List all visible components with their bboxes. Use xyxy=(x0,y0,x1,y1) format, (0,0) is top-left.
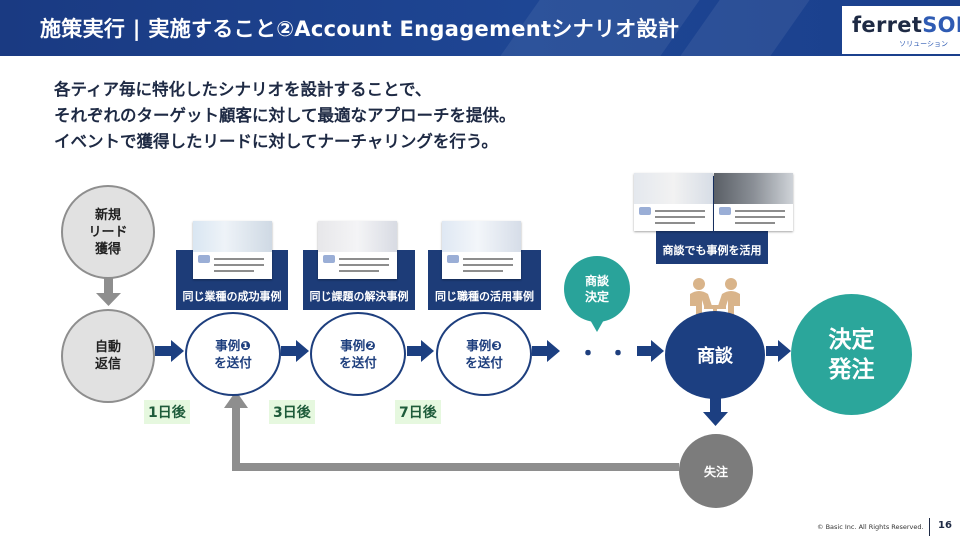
arrow-step2-to-step3 xyxy=(407,340,434,362)
arrow-reply-to-step1 xyxy=(155,340,184,362)
auto-reply-circle: 自動 返信 xyxy=(61,309,155,403)
meeting-people-icon xyxy=(690,278,740,322)
lost-circle: 失注 xyxy=(679,434,753,508)
arrow-next-to-meeting xyxy=(637,340,664,362)
day-label-2: 3日後 xyxy=(269,400,315,424)
intro-line-3: イベントで獲得したリードに対してナーチャリングを行う。 xyxy=(54,132,498,151)
loop-back-arrow xyxy=(224,391,679,471)
intro-line-1: 各ティア毎に特化したシナリオを設計することで、 xyxy=(54,80,432,99)
case-thumbnail-1 xyxy=(193,221,272,279)
page-title: 施策実行 | 実施すること②Account Engagementシナリオ設計 xyxy=(40,17,680,41)
ferret-sol-logo: ferretSOL ソリューション xyxy=(842,6,960,54)
meeting-thumbnail-2 xyxy=(714,173,793,231)
arrow-step3-to-next xyxy=(532,340,560,362)
intro-line-2: それぞれのターゲット顧客に対して最適なアプローチを提供。 xyxy=(54,106,516,125)
new-lead-circle: 新規 リード 獲得 xyxy=(61,185,155,279)
ellipsis: ・・・ xyxy=(577,342,668,367)
meeting-decided-bubble: 商談決定 xyxy=(564,256,630,322)
day-label-3: 7日後 xyxy=(395,400,441,424)
arrow-meeting-to-lost xyxy=(703,398,728,426)
case-thumbnail-2 xyxy=(318,221,397,279)
header-bar: 施策実行 | 実施すること②Account Engagementシナリオ設計 xyxy=(0,0,960,56)
copyright: © Basic Inc. All Rights Reserved. xyxy=(817,523,924,531)
meeting-circle: 商談 xyxy=(665,311,765,399)
arrow-lead-to-reply xyxy=(96,277,121,306)
arrow-step1-to-step2 xyxy=(281,340,309,362)
meeting-thumbnail-1 xyxy=(634,173,713,231)
page-number: 16 xyxy=(938,520,952,531)
intro-text: 各ティア毎に特化したシナリオを設計することで、 それぞれのターゲット顧客に対して… xyxy=(54,77,516,155)
arrow-meeting-to-won xyxy=(766,340,791,362)
case-thumbnail-3 xyxy=(442,221,521,279)
won-circle: 決定発注 xyxy=(791,294,912,415)
footer-divider xyxy=(929,518,930,536)
day-label-1: 1日後 xyxy=(144,400,190,424)
